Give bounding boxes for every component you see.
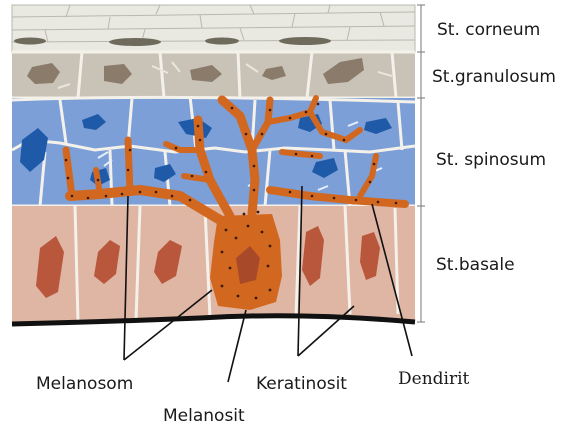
callout-keratinosit: Keratinosit [256,374,347,394]
callout-melanosom: Melanosom [36,374,133,394]
layer-label-corneum: St. corneum [437,20,540,40]
leader-melanosit [228,310,246,382]
layer-bracket [417,5,425,322]
layer-label-spinosum: St. spinosum [436,150,546,170]
layer-label-granulosum: St.granulosum [432,67,556,87]
corneum-layer [12,5,415,52]
layer-label-basale: St.basale [436,255,515,275]
callout-melanosit: Melanosit [163,406,245,426]
callout-dendirit: Dendirit [398,369,470,389]
granulosum-layer [12,52,415,98]
